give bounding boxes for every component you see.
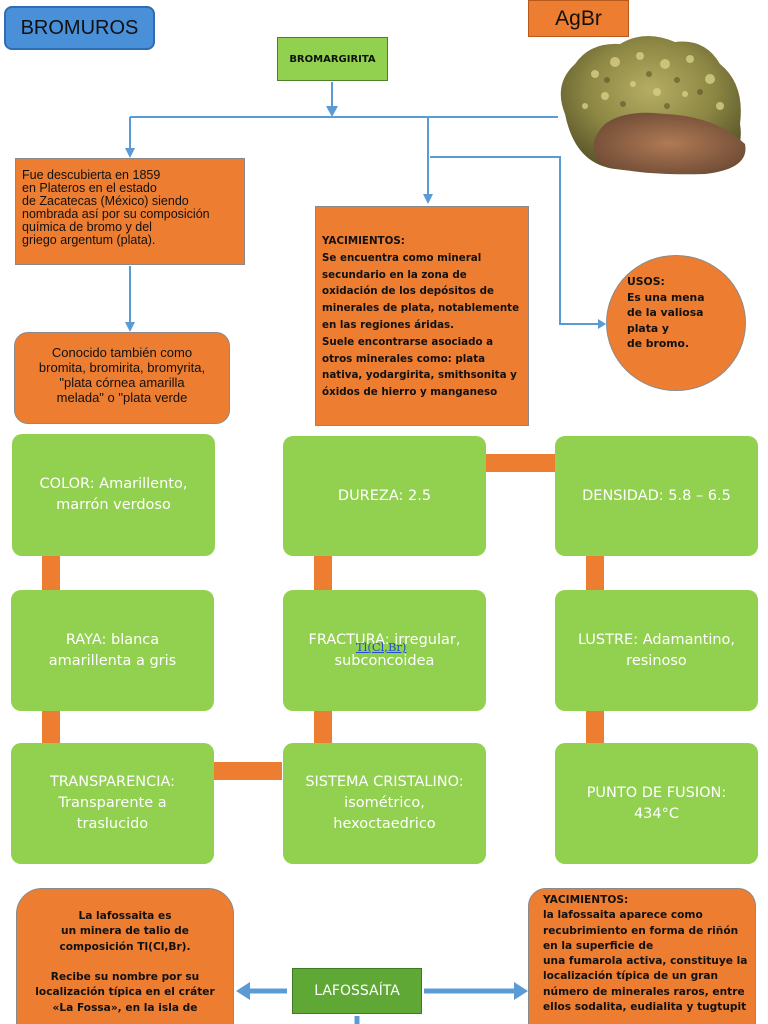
- alias-box: Conocido también como bromita, bromirita…: [14, 332, 230, 424]
- property-sistema-cristalino: SISTEMA CRISTALINO: isométrico, hexoctae…: [283, 743, 486, 864]
- lafossaita-yacimientos: YACIMIENTOS: la lafossaita aparece como …: [528, 888, 756, 1024]
- formula-link[interactable]: Tl(Cl,Br): [356, 640, 407, 654]
- property-color: COLOR: Amarillento, marrón verdoso: [12, 434, 215, 556]
- connector-bar: [586, 556, 604, 590]
- center-node: BROMARGIRITA: [277, 37, 388, 81]
- property-lustre: LUSTRE: Adamantino, resinoso: [555, 590, 758, 711]
- yacimientos-heading: YACIMIENTOS:: [322, 235, 405, 247]
- connector-bar: [586, 711, 604, 743]
- property-fusion-text: PUNTO DE FUSION: 434°C: [586, 784, 727, 822]
- lafossaita-description-text: La lafossaita es un minera de talio de c…: [35, 910, 215, 1014]
- usos-circle: USOS: Es una mena de la valiosa plata y …: [606, 255, 746, 391]
- property-raya-text: RAYA: blanca amarillenta a gris: [48, 631, 177, 669]
- page-title: BROMUROS: [4, 6, 155, 50]
- usos-text: Es una mena de la valiosa plata y de bro…: [627, 290, 705, 351]
- property-sistema-text: SISTEMA CRISTALINO: isométrico, hexoctae…: [305, 774, 464, 832]
- yacimientos-text: Se encuentra como mineral secundario en …: [322, 251, 520, 399]
- property-dureza-text: DUREZA: 2.5: [337, 487, 432, 504]
- connector-bar: [42, 711, 60, 743]
- property-transparencia-text: TRANSPARENCIA: Transparente a traslucido: [49, 774, 176, 832]
- connector-bar: [314, 711, 332, 743]
- property-punto-fusion: PUNTO DE FUSION: 434°C: [555, 743, 758, 864]
- property-transparencia: TRANSPARENCIA: Transparente a traslucido: [11, 743, 214, 864]
- lafossaita-yacimientos-heading: YACIMIENTOS:: [543, 894, 629, 906]
- lafossaita-node: LAFOSSAÍTA: [292, 968, 422, 1014]
- property-lustre-text: LUSTRE: Adamantino, resinoso: [577, 631, 736, 669]
- usos-heading: USOS:: [627, 275, 665, 288]
- formula-label: AgBr: [528, 0, 629, 37]
- property-fractura: FRACTURA: irregular, subconcoidea: [283, 590, 486, 711]
- property-densidad: DENSIDAD: 5.8 – 6.5: [555, 436, 758, 556]
- connector-bar: [486, 454, 556, 472]
- property-color-text: COLOR: Amarillento, marrón verdoso: [39, 476, 188, 513]
- alias-text: Conocido también como bromita, bromirita…: [38, 345, 206, 405]
- lafossaita-yacimientos-text: la lafossaita aparece como recubrimiento…: [543, 909, 748, 1014]
- lafossaita-description: La lafossaita es un minera de talio de c…: [16, 888, 234, 1024]
- connector-bar: [314, 556, 332, 590]
- history-box: Fue descubierta en 1859 en Plateros en e…: [15, 158, 245, 265]
- connector-bar: [42, 556, 60, 590]
- property-fractura-text: FRACTURA: irregular, subconcoidea: [308, 631, 461, 669]
- yacimientos-box: YACIMIENTOS: Se encuentra como mineral s…: [315, 206, 529, 426]
- connector-bar: [214, 762, 282, 780]
- property-densidad-text: DENSIDAD: 5.8 – 6.5: [582, 487, 731, 504]
- property-dureza: DUREZA: 2.5: [283, 436, 486, 556]
- history-text: Fue descubierta en 1859 en Plateros en e…: [22, 168, 210, 247]
- mineral-image: [560, 35, 746, 175]
- property-raya: RAYA: blanca amarillenta a gris: [11, 590, 214, 711]
